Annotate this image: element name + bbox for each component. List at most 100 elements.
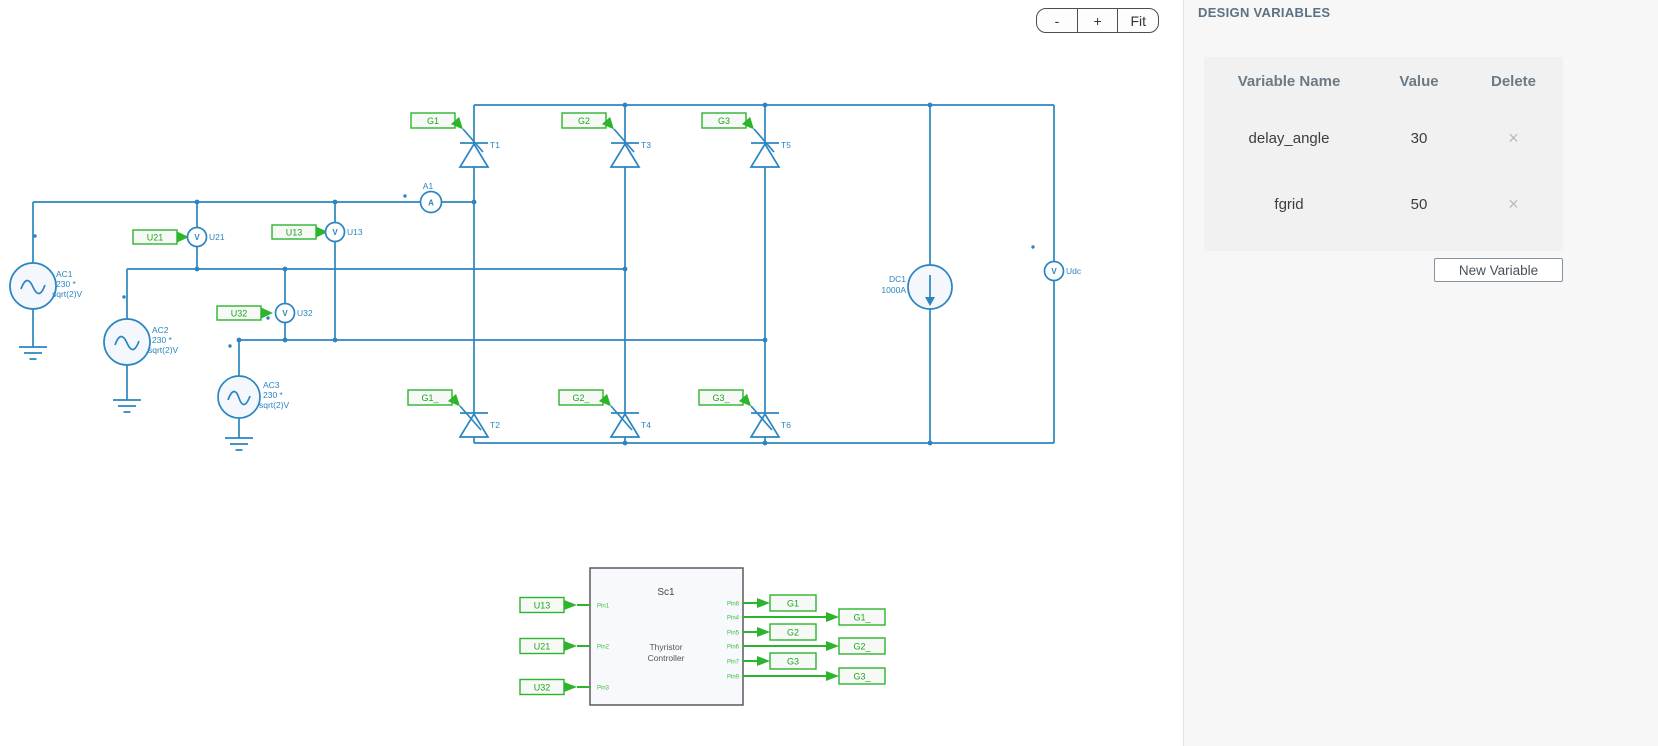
svg-text:G1: G1 xyxy=(427,116,439,126)
variable-value: 50 xyxy=(1410,195,1428,213)
gate-wire xyxy=(462,128,484,153)
delete-x-icon[interactable]: × xyxy=(1502,128,1525,148)
source-value: 230 * xyxy=(56,279,77,289)
controller-output-G1_[interactable]: G1_ xyxy=(743,608,886,626)
gate-wire xyxy=(750,405,773,431)
tag-arrow-icon xyxy=(826,671,839,681)
svg-text:G3_: G3_ xyxy=(712,393,730,403)
controller-output-G3[interactable]: G3 xyxy=(743,652,817,670)
design-variables-panel: DESIGN VARIABLES Variable Name Value Del… xyxy=(1183,0,1658,746)
meter-label: U21 xyxy=(209,232,225,242)
voltage-tag-U13[interactable]: U13 xyxy=(271,224,328,240)
source-value: 230 * xyxy=(263,390,284,400)
source-name: AC2 xyxy=(152,325,169,335)
svg-text:U32: U32 xyxy=(231,309,248,319)
tag-arrow-icon xyxy=(564,641,577,651)
tag-arrow-icon xyxy=(826,641,839,651)
thyristor-T3[interactable]: T3 xyxy=(609,128,651,168)
controller-body[interactable] xyxy=(589,567,744,706)
gate-tag-G3[interactable]: G3 xyxy=(701,112,758,133)
thyristor-label: T1 xyxy=(490,140,500,150)
gate-tag-G1[interactable]: G1 xyxy=(410,112,467,133)
junction-dots xyxy=(33,102,1035,446)
zoom-in-button[interactable]: + xyxy=(1076,8,1119,33)
voltmeter-U32[interactable]: V U32 xyxy=(274,302,313,324)
delete-x-icon[interactable]: × xyxy=(1502,194,1525,214)
voltage-tag-U21[interactable]: U21 xyxy=(132,229,189,245)
controller-name: Sc1 xyxy=(657,587,675,598)
voltmeter-U13[interactable]: V U13 xyxy=(324,221,363,243)
controller-output-G2[interactable]: G2 xyxy=(743,623,817,641)
controller-input-U13[interactable]: U13 xyxy=(519,596,590,614)
thyristor-label: T4 xyxy=(641,420,651,430)
svg-text:U13: U13 xyxy=(534,601,551,611)
variable-row: delay_angle 30 × xyxy=(1204,105,1563,171)
gate-tag-G3_[interactable]: G3_ xyxy=(698,389,755,410)
gate-tag-G2_[interactable]: G2_ xyxy=(558,389,615,410)
ground-symbol-2[interactable] xyxy=(113,399,141,413)
current-arrowhead xyxy=(925,297,935,306)
svg-text:U13: U13 xyxy=(286,228,303,238)
source-name: DC1 xyxy=(889,274,906,284)
tag-arrow-icon xyxy=(450,116,464,130)
controller-input-U21[interactable]: U21 xyxy=(519,637,590,655)
column-header-delete: Delete xyxy=(1490,72,1537,90)
thyristor-T4[interactable]: T4 xyxy=(609,405,651,438)
controller-output-G3_[interactable]: G3_ xyxy=(743,667,886,685)
ac-source-AC3[interactable]: AC3 230 * sqrt(2)V xyxy=(217,375,290,419)
thyristor-T6[interactable]: T6 xyxy=(749,405,791,438)
controller-output-G1[interactable]: G1 xyxy=(743,594,817,612)
gate-wire xyxy=(610,405,633,431)
svg-text:G1_: G1_ xyxy=(421,393,439,403)
tag-arrow-icon xyxy=(738,393,752,407)
svg-text:G3: G3 xyxy=(787,657,799,667)
svg-text:U21: U21 xyxy=(534,642,551,652)
controller-block-Sc1[interactable]: Sc1 Thyristor Controller Pin1 Pin2 Pin3 … xyxy=(589,567,744,706)
thyristor-label: T6 xyxy=(781,420,791,430)
pin-label: Pin1 xyxy=(597,604,610,610)
variable-row: fgrid 50 × xyxy=(1204,171,1563,237)
new-variable-button[interactable]: New Variable xyxy=(1434,258,1563,282)
thyristor-T2[interactable]: T2 xyxy=(458,405,500,438)
schematic-canvas: AC1 230 * sqrt(2)V AC2 230 * sqrt(2)V AC… xyxy=(9,102,1082,706)
tag-arrow-icon xyxy=(757,598,770,608)
circuit-wires[interactable] xyxy=(32,104,1055,444)
fit-button[interactable]: Fit xyxy=(1117,8,1160,33)
tag-arrow-icon xyxy=(261,307,273,319)
ground-symbol-3[interactable] xyxy=(225,437,253,451)
panel-title: DESIGN VARIABLES xyxy=(1198,5,1331,20)
thyristor-T1[interactable]: T1 xyxy=(458,128,500,168)
voltmeter-symbol: V xyxy=(1051,267,1057,276)
controller-input-U32[interactable]: U32 xyxy=(519,678,590,696)
controller-output-G2_[interactable]: G2_ xyxy=(743,637,886,655)
svg-text:G3: G3 xyxy=(718,116,730,126)
voltage-tag-U32[interactable]: U32 xyxy=(216,305,273,321)
pin-label: Pin9 xyxy=(727,675,740,681)
source-value: sqrt(2)V xyxy=(148,345,179,355)
table-header-row: Variable Name Value Delete xyxy=(1204,57,1563,105)
thyristor-label: T2 xyxy=(490,420,500,430)
variables-table: Variable Name Value Delete delay_angle 3… xyxy=(1204,57,1563,251)
zoom-toolbar: - + Fit xyxy=(1036,8,1160,33)
ammeter-A1[interactable]: A A1 xyxy=(419,181,443,214)
dc-source-DC1[interactable]: DC1 1000A xyxy=(881,264,953,310)
ac-source-AC1[interactable]: AC1 230 * sqrt(2)V xyxy=(9,262,83,310)
zoom-out-button[interactable]: - xyxy=(1036,8,1078,33)
pin-label: Pin5 xyxy=(727,631,740,637)
tag-arrow-icon xyxy=(177,231,189,243)
thyristor-T5[interactable]: T5 xyxy=(749,128,791,168)
ac-source-AC2[interactable]: AC2 230 * sqrt(2)V xyxy=(103,318,179,366)
svg-text:G2: G2 xyxy=(787,628,799,638)
ground-symbol-1[interactable] xyxy=(19,346,47,360)
column-header-value: Value xyxy=(1399,72,1439,90)
svg-text:U32: U32 xyxy=(534,683,551,693)
tag-arrow-icon xyxy=(826,612,839,622)
svg-text:G2_: G2_ xyxy=(853,642,871,652)
voltmeter-U21[interactable]: V U21 xyxy=(186,226,225,248)
voltmeter-Udc[interactable]: V Udc xyxy=(1043,260,1082,282)
gate-tag-G2[interactable]: G2 xyxy=(561,112,618,133)
gate-wire xyxy=(459,405,482,431)
voltmeter-symbol: V xyxy=(194,233,200,242)
controller-type: Controller xyxy=(648,653,685,663)
gate-tag-G1_[interactable]: G1_ xyxy=(407,389,464,410)
